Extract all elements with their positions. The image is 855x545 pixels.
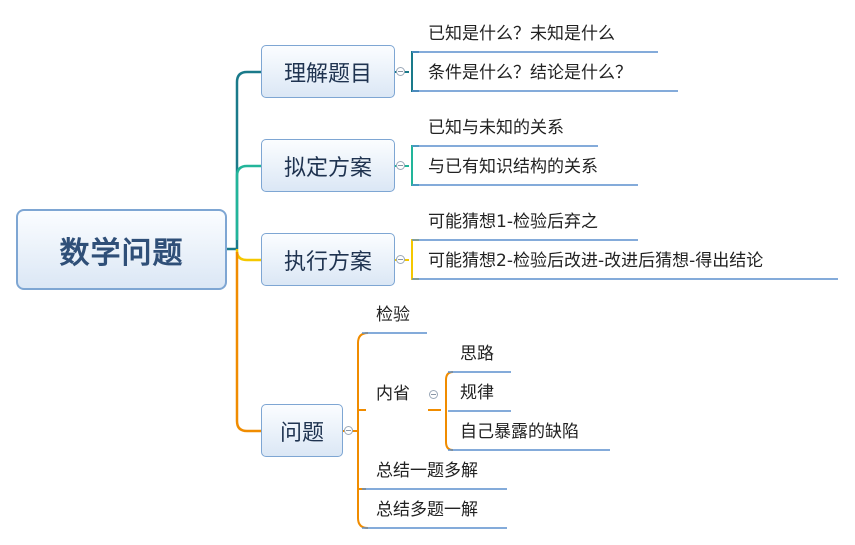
leaf-node[interactable]: 条件是什么？结论是什么？ xyxy=(428,63,632,83)
root-label: 数学问题 xyxy=(59,235,184,271)
topic-label: 拟定方案 xyxy=(283,155,372,181)
collapse-toggle-icon[interactable] xyxy=(396,67,405,76)
leaf-node[interactable]: 与已有知识结构的关系 xyxy=(428,157,598,177)
leaf-node[interactable]: 思路 xyxy=(460,344,494,364)
leaf-node[interactable]: 可能猜想1-检验后弃之 xyxy=(428,212,598,232)
leaf-node[interactable]: 可能猜想2-检验后改进-改进后猜想-得出结论 xyxy=(428,251,764,271)
topic-label: 理解题目 xyxy=(283,61,372,87)
collapse-toggle-icon[interactable] xyxy=(396,255,405,264)
leaf-node[interactable]: 自己暴露的缺陷 xyxy=(460,422,579,442)
leaf-node[interactable]: 总结多题一解 xyxy=(376,500,478,520)
topic-label: 执行方案 xyxy=(283,249,372,275)
topic-understand-problem[interactable]: 理解题目 xyxy=(261,45,395,98)
leaf-node[interactable]: 内省 xyxy=(376,384,410,404)
topic-carry-out-plan[interactable]: 执行方案 xyxy=(261,233,395,286)
collapse-toggle-icon[interactable] xyxy=(429,390,438,399)
topic-problem[interactable]: 问题 xyxy=(261,404,343,457)
collapse-toggle-icon[interactable] xyxy=(396,161,405,170)
collapse-toggle-icon[interactable] xyxy=(344,426,353,435)
leaf-node[interactable]: 已知是什么？未知是什么 xyxy=(428,24,615,44)
leaf-node[interactable]: 已知与未知的关系 xyxy=(428,118,564,138)
root-node[interactable]: 数学问题 xyxy=(16,209,227,290)
leaf-node[interactable]: 检验 xyxy=(376,305,410,325)
leaf-node[interactable]: 规律 xyxy=(460,383,494,403)
leaf-node[interactable]: 总结一题多解 xyxy=(376,461,478,481)
topic-label: 问题 xyxy=(279,420,324,446)
topic-devise-plan[interactable]: 拟定方案 xyxy=(261,139,395,192)
